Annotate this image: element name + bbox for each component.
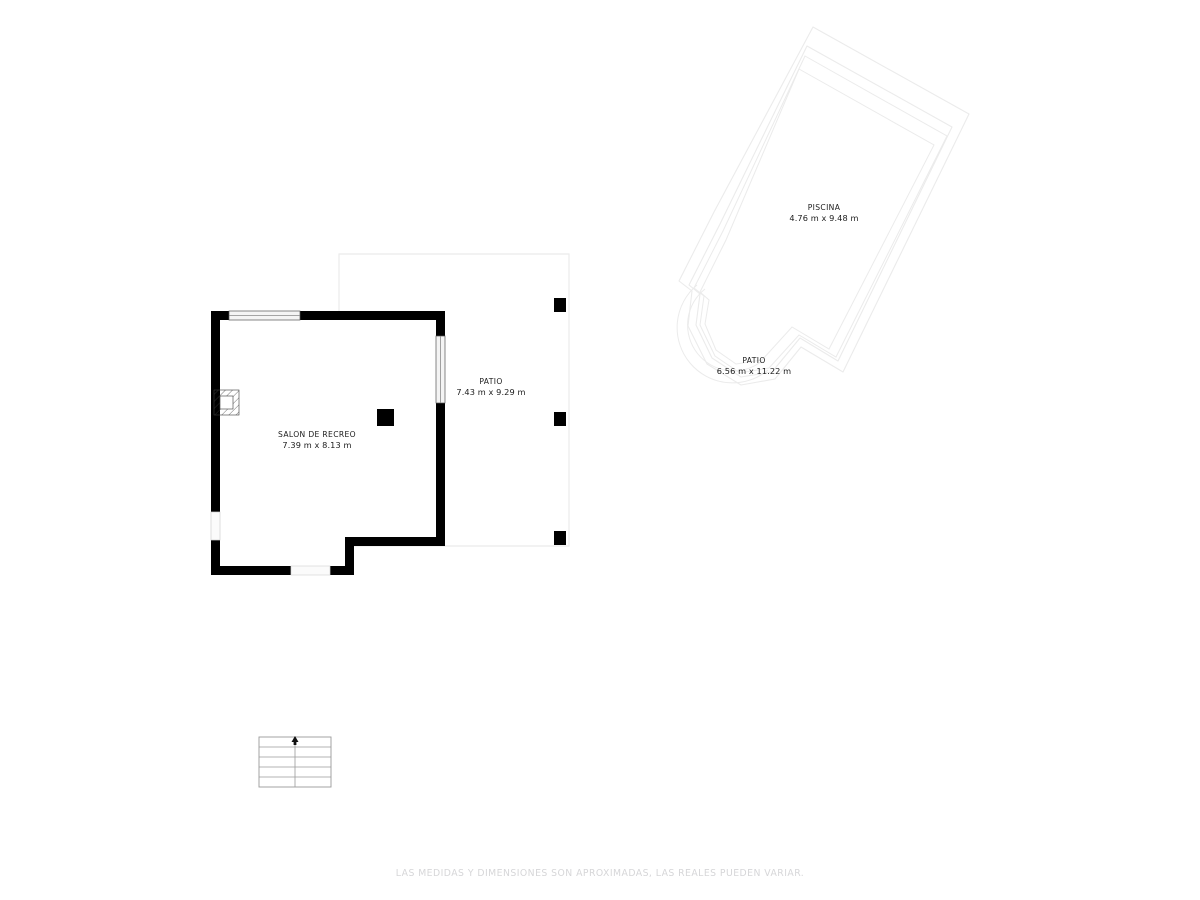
room-label-patio-casa-name: PATIO	[479, 377, 502, 386]
room-label-piscina-dims: 4.76 m x 9.48 m	[789, 213, 858, 223]
wall-bottom-left	[211, 566, 291, 575]
window-left	[210, 511, 221, 541]
stairs-direction-arrow-icon	[291, 736, 299, 742]
wall-left-lower	[211, 540, 220, 575]
pool-patio-outline	[678, 26, 970, 386]
room-label-salon-name: SALON DE RECREO	[278, 430, 356, 439]
door-bottom-opening	[290, 565, 331, 576]
pool-round-step-edge-outer	[676, 284, 769, 384]
salon-interior	[213, 314, 445, 575]
stairs-arrow-stem	[293, 741, 297, 745]
room-label-patio-casa-dims: 7.43 m x 9.29 m	[456, 387, 525, 397]
window-left-frame	[210, 511, 221, 541]
wall-bottom-right	[330, 566, 354, 575]
room-label-patio-piscina-dims: 6.56 m x 11.22 m	[717, 366, 791, 376]
column-interior	[377, 409, 394, 426]
window-right	[435, 335, 446, 404]
pool-water-outline	[693, 55, 948, 374]
door-bottom	[290, 565, 331, 576]
wall-top-right-2	[348, 311, 445, 320]
pool-deck-inner-outline	[688, 45, 953, 378]
stairs	[258, 736, 332, 788]
pool-area-group: PISCINA 4.76 m x 9.48 m PATIO 6.56 m x 1…	[676, 26, 970, 386]
room-label-salon-dims: 7.39 m x 8.13 m	[282, 440, 351, 450]
column-patio-mid	[554, 412, 566, 426]
wall-notch-horizontal	[345, 537, 445, 546]
room-label-piscina-name: PISCINA	[808, 203, 841, 212]
column-patio-top	[554, 298, 566, 312]
fireplace	[213, 389, 240, 416]
wall-right-upper	[436, 311, 445, 336]
room-label-patio-piscina-name: PATIO	[742, 356, 765, 365]
wall-right-lower	[436, 402, 445, 538]
wall-notch-vertical	[345, 537, 354, 575]
pool-round-step-edge	[687, 288, 763, 372]
house-group: SALON DE RECREO 7.39 m x 8.13 m PATIO 7.…	[210, 253, 570, 576]
window-top	[228, 310, 301, 321]
wall-top-left	[211, 311, 230, 320]
fireplace-opening	[219, 395, 234, 410]
footer-disclaimer: LAS MEDIDAS Y DIMENSIONES SON APROXIMADA…	[395, 868, 805, 879]
column-patio-bottom	[554, 531, 566, 545]
wall-top-right	[299, 311, 348, 320]
columns-group	[377, 298, 566, 545]
pool-inner-coping	[699, 68, 935, 365]
